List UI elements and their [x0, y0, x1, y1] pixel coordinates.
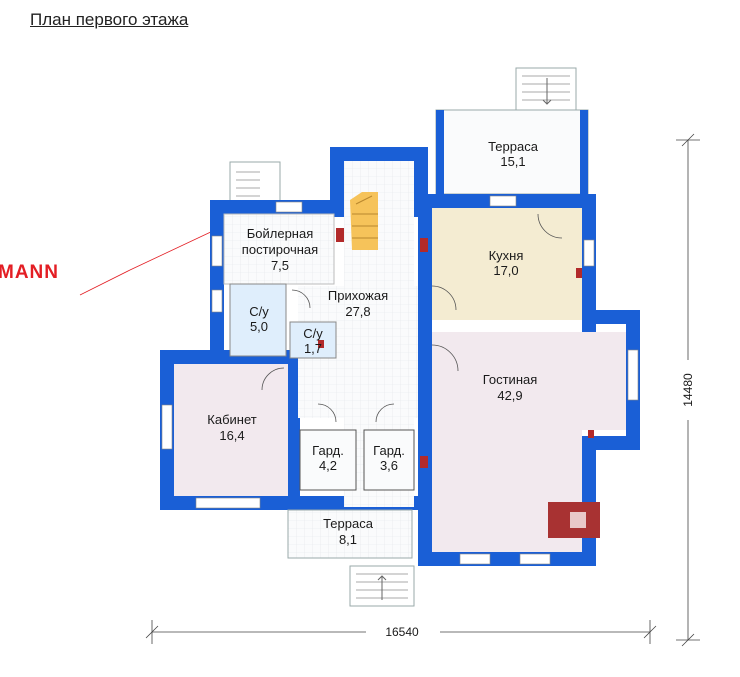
label-cabinet-area: 16,4 — [219, 428, 244, 443]
room-kitchen-fill — [432, 208, 582, 320]
room-terrace-bottom-fill — [287, 509, 413, 559]
label-boiler-area: 7,5 — [271, 258, 289, 273]
label-wc1-name: С/у — [249, 304, 269, 319]
label-wc2-name: С/у — [303, 326, 323, 341]
windows — [161, 195, 639, 565]
room-living-fill — [432, 332, 626, 552]
room-wc2-fill — [289, 321, 337, 359]
label-wardrobe1-area: 4,2 — [319, 458, 337, 473]
left-porch — [229, 161, 281, 205]
label-boiler-name1: Бойлерная — [247, 226, 314, 241]
label-cabinet-name: Кабинет — [207, 412, 256, 427]
label-terrace-top-area: 15,1 — [500, 154, 525, 169]
label-terrace-bottom-name: Терраса — [323, 516, 374, 531]
dimension-height — [676, 133, 700, 647]
room-cabinet-fill — [174, 364, 288, 496]
label-hall-name: Прихожая — [328, 288, 388, 303]
room-wardrobe2-fill — [363, 429, 415, 491]
top-stairs — [515, 67, 577, 111]
dimension-width — [145, 620, 657, 644]
label-wardrobe2-area: 3,6 — [380, 458, 398, 473]
fireplace — [548, 502, 600, 538]
label-hall-area: 27,8 — [345, 304, 370, 319]
dimension-width-label: 16540 — [385, 625, 419, 639]
room-labels: Терраса 15,1 Бойлерная постирочная 7,5 К… — [207, 139, 538, 547]
brand-text: MANN — [0, 262, 59, 283]
label-terrace-top-name: Терраса — [488, 139, 539, 154]
room-wc1-fill — [229, 283, 287, 357]
radiators — [318, 228, 594, 468]
leader-line — [79, 221, 233, 296]
room-terrace-top — [435, 109, 589, 195]
dimension-height-label: 14480 — [681, 373, 695, 407]
label-wc1-area: 5,0 — [250, 319, 268, 334]
label-boiler-name2: постирочная — [242, 242, 318, 257]
label-kitchen-name: Кухня — [489, 248, 524, 263]
doors — [261, 213, 563, 423]
bottom-stairs — [349, 565, 415, 607]
label-living-area: 42,9 — [497, 388, 522, 403]
label-living-name: Гостиная — [483, 372, 538, 387]
label-wc2-area: 1,7 — [304, 341, 322, 356]
room-boiler-fill — [223, 213, 335, 285]
label-terrace-bottom-area: 8,1 — [339, 532, 357, 547]
page-title: План первого этажа — [30, 10, 189, 29]
label-kitchen-area: 17,0 — [493, 263, 518, 278]
room-wardrobe1-fill — [299, 429, 357, 491]
label-wardrobe2-name: Гард. — [373, 443, 405, 458]
label-wardrobe1-name: Гард. — [312, 443, 344, 458]
staircase — [350, 192, 378, 250]
